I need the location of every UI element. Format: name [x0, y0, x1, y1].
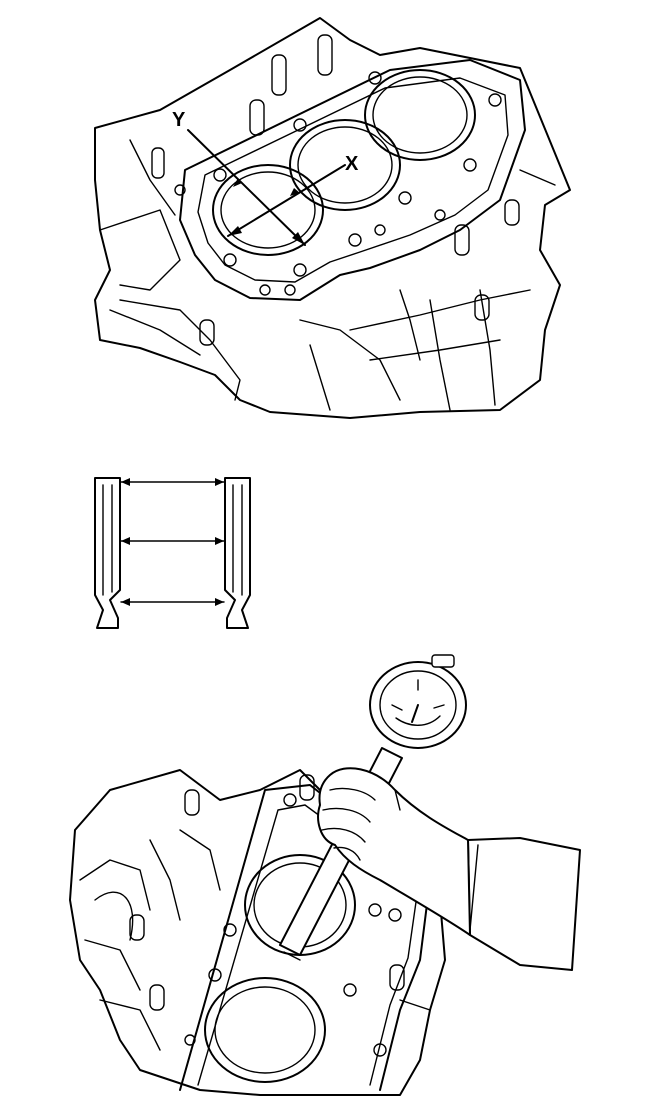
measurement-arrows: Y X: [172, 109, 359, 246]
y-arrowhead-bottom: [292, 232, 305, 245]
engine-block-top-view: [94, 17, 571, 419]
hand-holding-gauge: [317, 767, 581, 971]
label-y: Y: [172, 109, 186, 131]
label-x: X: [345, 153, 359, 175]
x-arrowhead-left: [228, 226, 242, 236]
y-arrowhead-top: [233, 178, 242, 187]
cylinder-cross-section: [94, 477, 251, 629]
x-direction-line: [227, 164, 346, 237]
y-direction-line: [187, 129, 306, 246]
x-arrowhead-right: [290, 188, 300, 196]
